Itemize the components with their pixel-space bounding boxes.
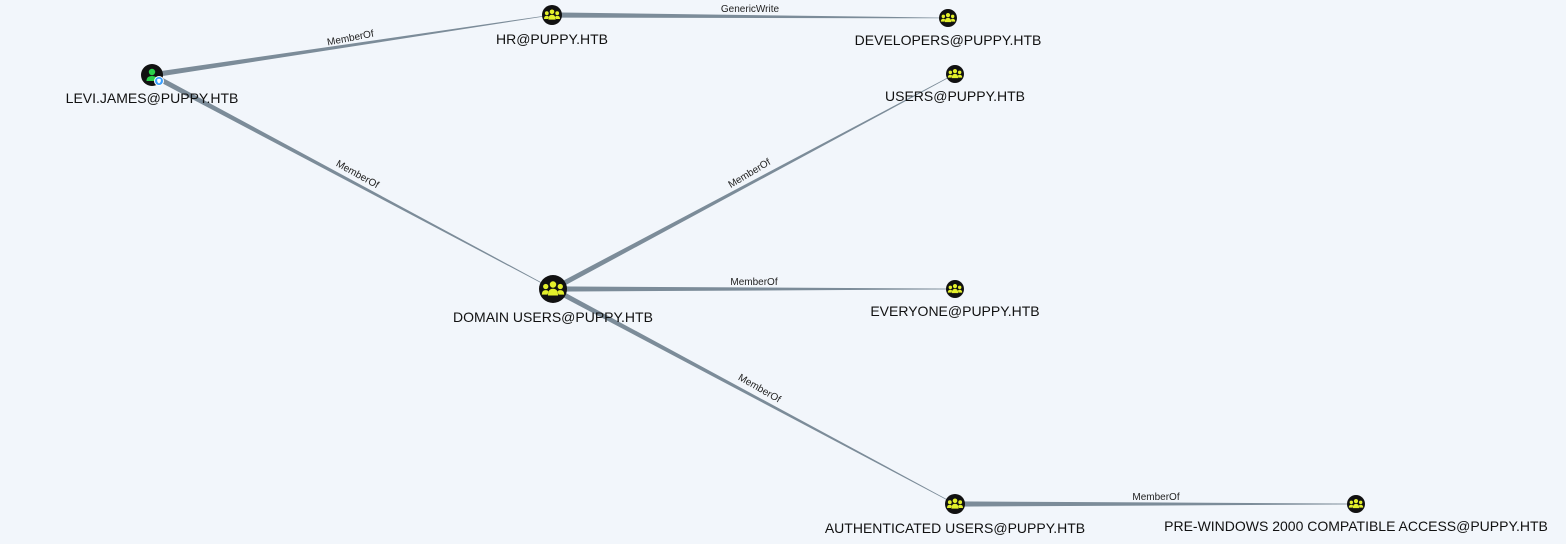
node-users[interactable]: USERS@PUPPY.HTB <box>885 65 1025 104</box>
node-label: EVERYONE@PUPPY.HTB <box>870 303 1039 319</box>
nodes-layer: LEVI.JAMES@PUPPY.HTB HR@PUPPY.HTB DEVELOPE… <box>66 5 1548 536</box>
edge-label: GenericWrite <box>721 4 780 15</box>
edge-domain_users-everyone[interactable] <box>553 286 955 292</box>
group-icon <box>1348 499 1364 509</box>
edge-label: MemberOf <box>1132 492 1179 503</box>
edge-levi-hr[interactable] <box>151 14 553 78</box>
group-icon <box>947 284 963 294</box>
group-icon <box>541 281 565 296</box>
node-label: HR@PUPPY.HTB <box>496 31 608 47</box>
edge-domain_users-auth_users[interactable] <box>551 286 956 505</box>
group-icon <box>947 498 963 509</box>
edge-label: MemberOf <box>730 277 777 288</box>
node-everyone[interactable]: EVERYONE@PUPPY.HTB <box>870 280 1040 319</box>
node-label: AUTHENTICATED USERS@PUPPY.HTB <box>825 520 1085 536</box>
node-label: USERS@PUPPY.HTB <box>885 88 1025 104</box>
group-icon <box>947 69 963 79</box>
group-icon <box>940 13 956 23</box>
node-hr[interactable]: HR@PUPPY.HTB <box>496 5 608 47</box>
edge-levi-domain_users[interactable] <box>150 72 554 290</box>
node-prewin2000[interactable]: PRE-WINDOWS 2000 COMPATIBLE ACCESS@PUPPY… <box>1164 495 1548 534</box>
node-label: LEVI.JAMES@PUPPY.HTB <box>66 90 239 106</box>
node-levi[interactable]: LEVI.JAMES@PUPPY.HTB <box>66 64 239 106</box>
node-domain-users[interactable]: DOMAIN USERS@PUPPY.HTB <box>453 275 653 325</box>
node-auth-users[interactable]: AUTHENTICATED USERS@PUPPY.HTB <box>825 494 1085 536</box>
edge-auth_users-prewin2000[interactable] <box>955 501 1356 507</box>
node-label: DEVELOPERS@PUPPY.HTB <box>855 32 1042 48</box>
edge-domain_users-users[interactable] <box>551 73 956 292</box>
group-icon <box>544 9 560 20</box>
edge-hr-developers[interactable] <box>552 12 948 19</box>
node-developers[interactable]: DEVELOPERS@PUPPY.HTB <box>855 9 1042 48</box>
shield-icon <box>154 76 164 86</box>
node-label: PRE-WINDOWS 2000 COMPATIBLE ACCESS@PUPPY… <box>1164 518 1548 534</box>
node-label: DOMAIN USERS@PUPPY.HTB <box>453 309 653 325</box>
